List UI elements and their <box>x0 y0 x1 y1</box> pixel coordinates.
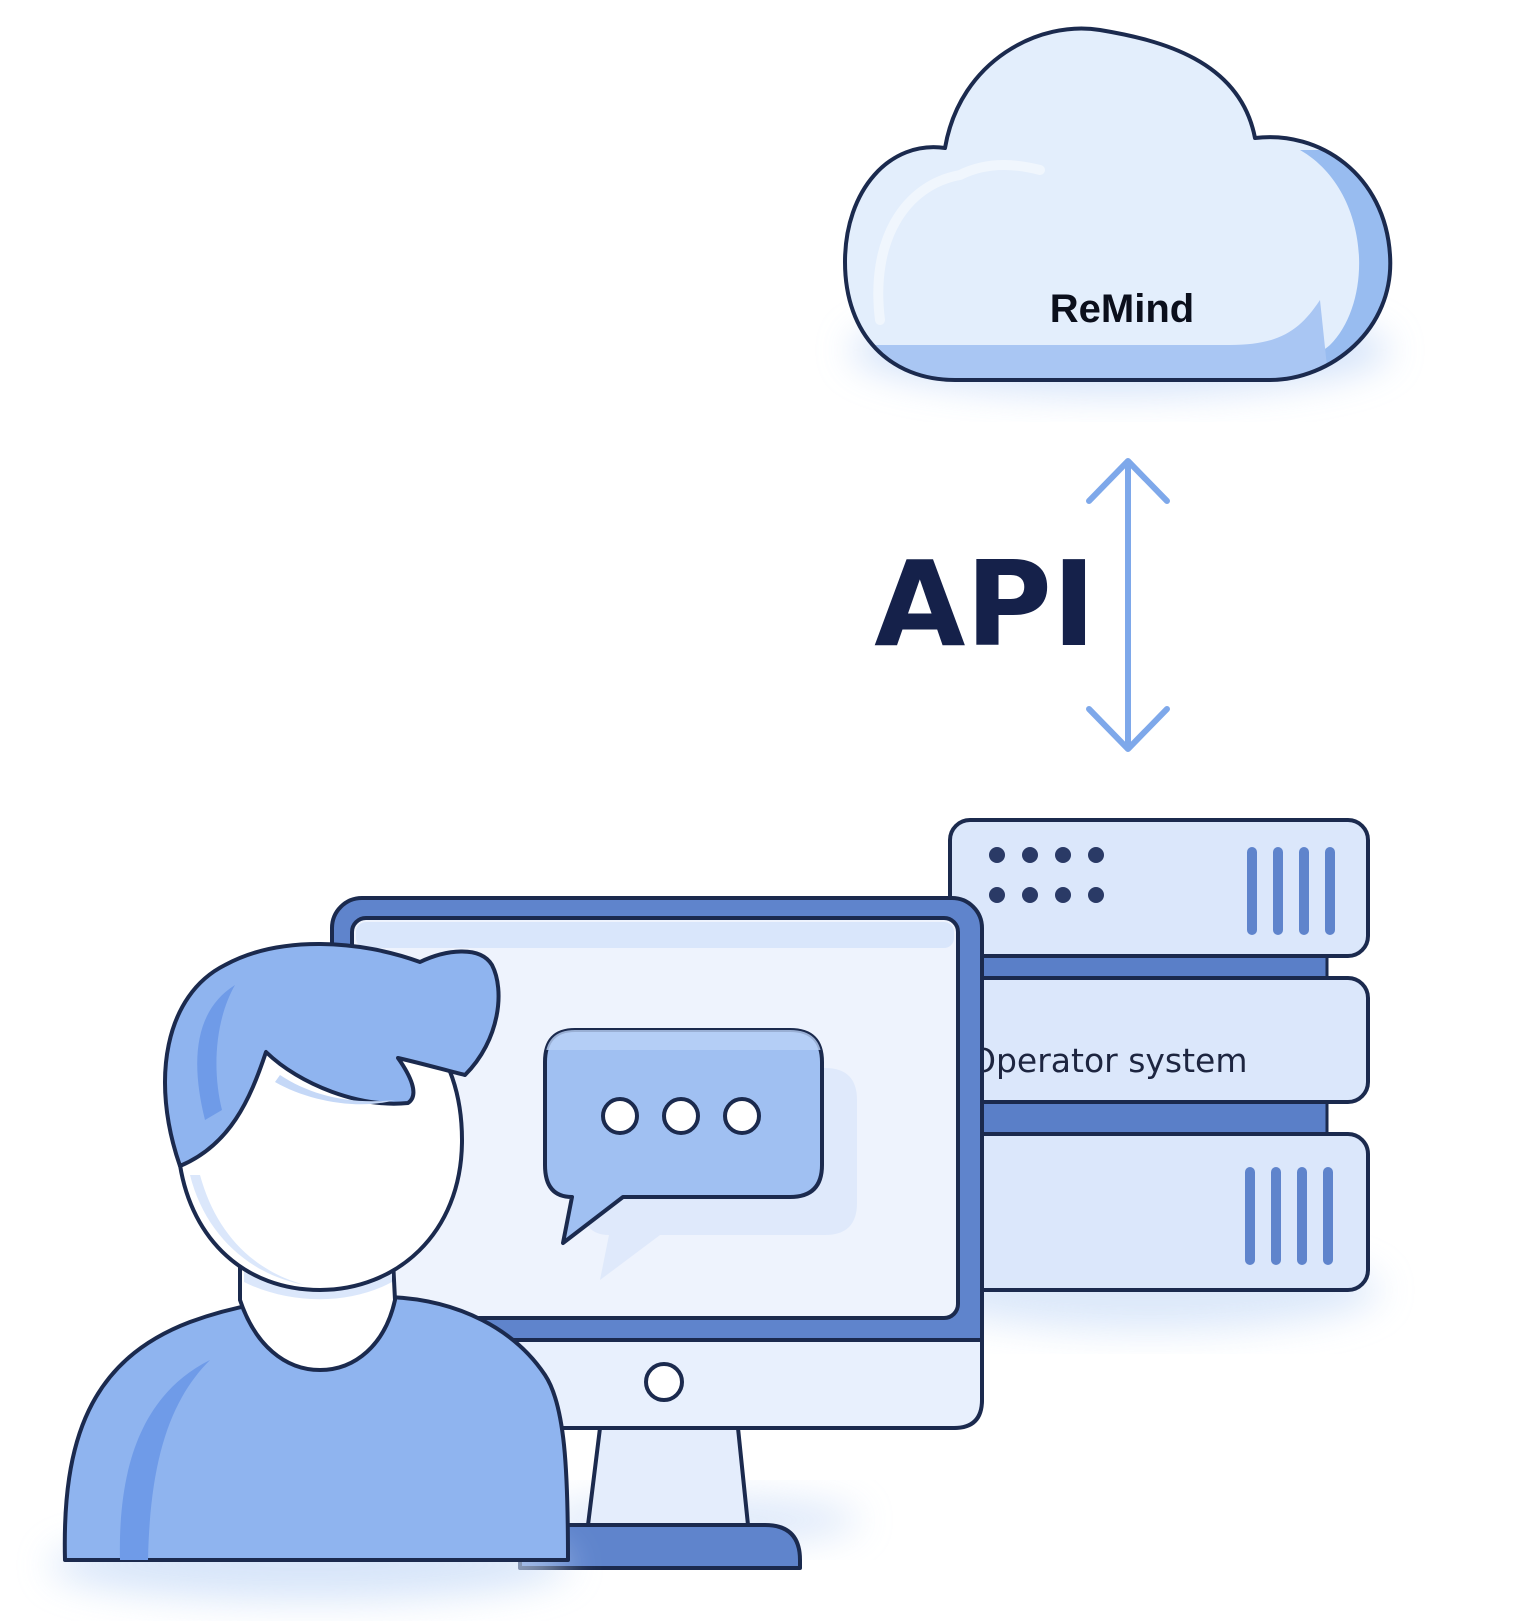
cloud-label: ReMind <box>1050 287 1194 331</box>
server-unit-bottom <box>948 1132 1370 1292</box>
server-vent-icon <box>1245 1167 1333 1265</box>
person-hair <box>163 942 501 1168</box>
monitor-stand <box>518 1523 802 1570</box>
person-avatar-icon <box>50 942 570 1600</box>
server-vent-icon <box>1247 847 1335 935</box>
server-unit-middle: Operator system <box>948 976 1370 1104</box>
api-connection: API <box>874 458 1170 752</box>
monitor-power-button-icon <box>644 1362 684 1402</box>
chat-bubble-ellipsis-icon <box>543 1028 857 1280</box>
cloud-icon <box>845 28 1391 381</box>
server-unit-top <box>948 818 1370 958</box>
bidirectional-arrow-icon <box>1086 458 1170 752</box>
server-label: Operator system <box>970 1041 1248 1080</box>
cloud-remind: ReMind <box>843 26 1393 395</box>
server-indicator-lights-icon <box>989 847 1104 903</box>
operator-system-server: Operator system <box>920 818 1380 1330</box>
api-label: API <box>874 535 1096 673</box>
